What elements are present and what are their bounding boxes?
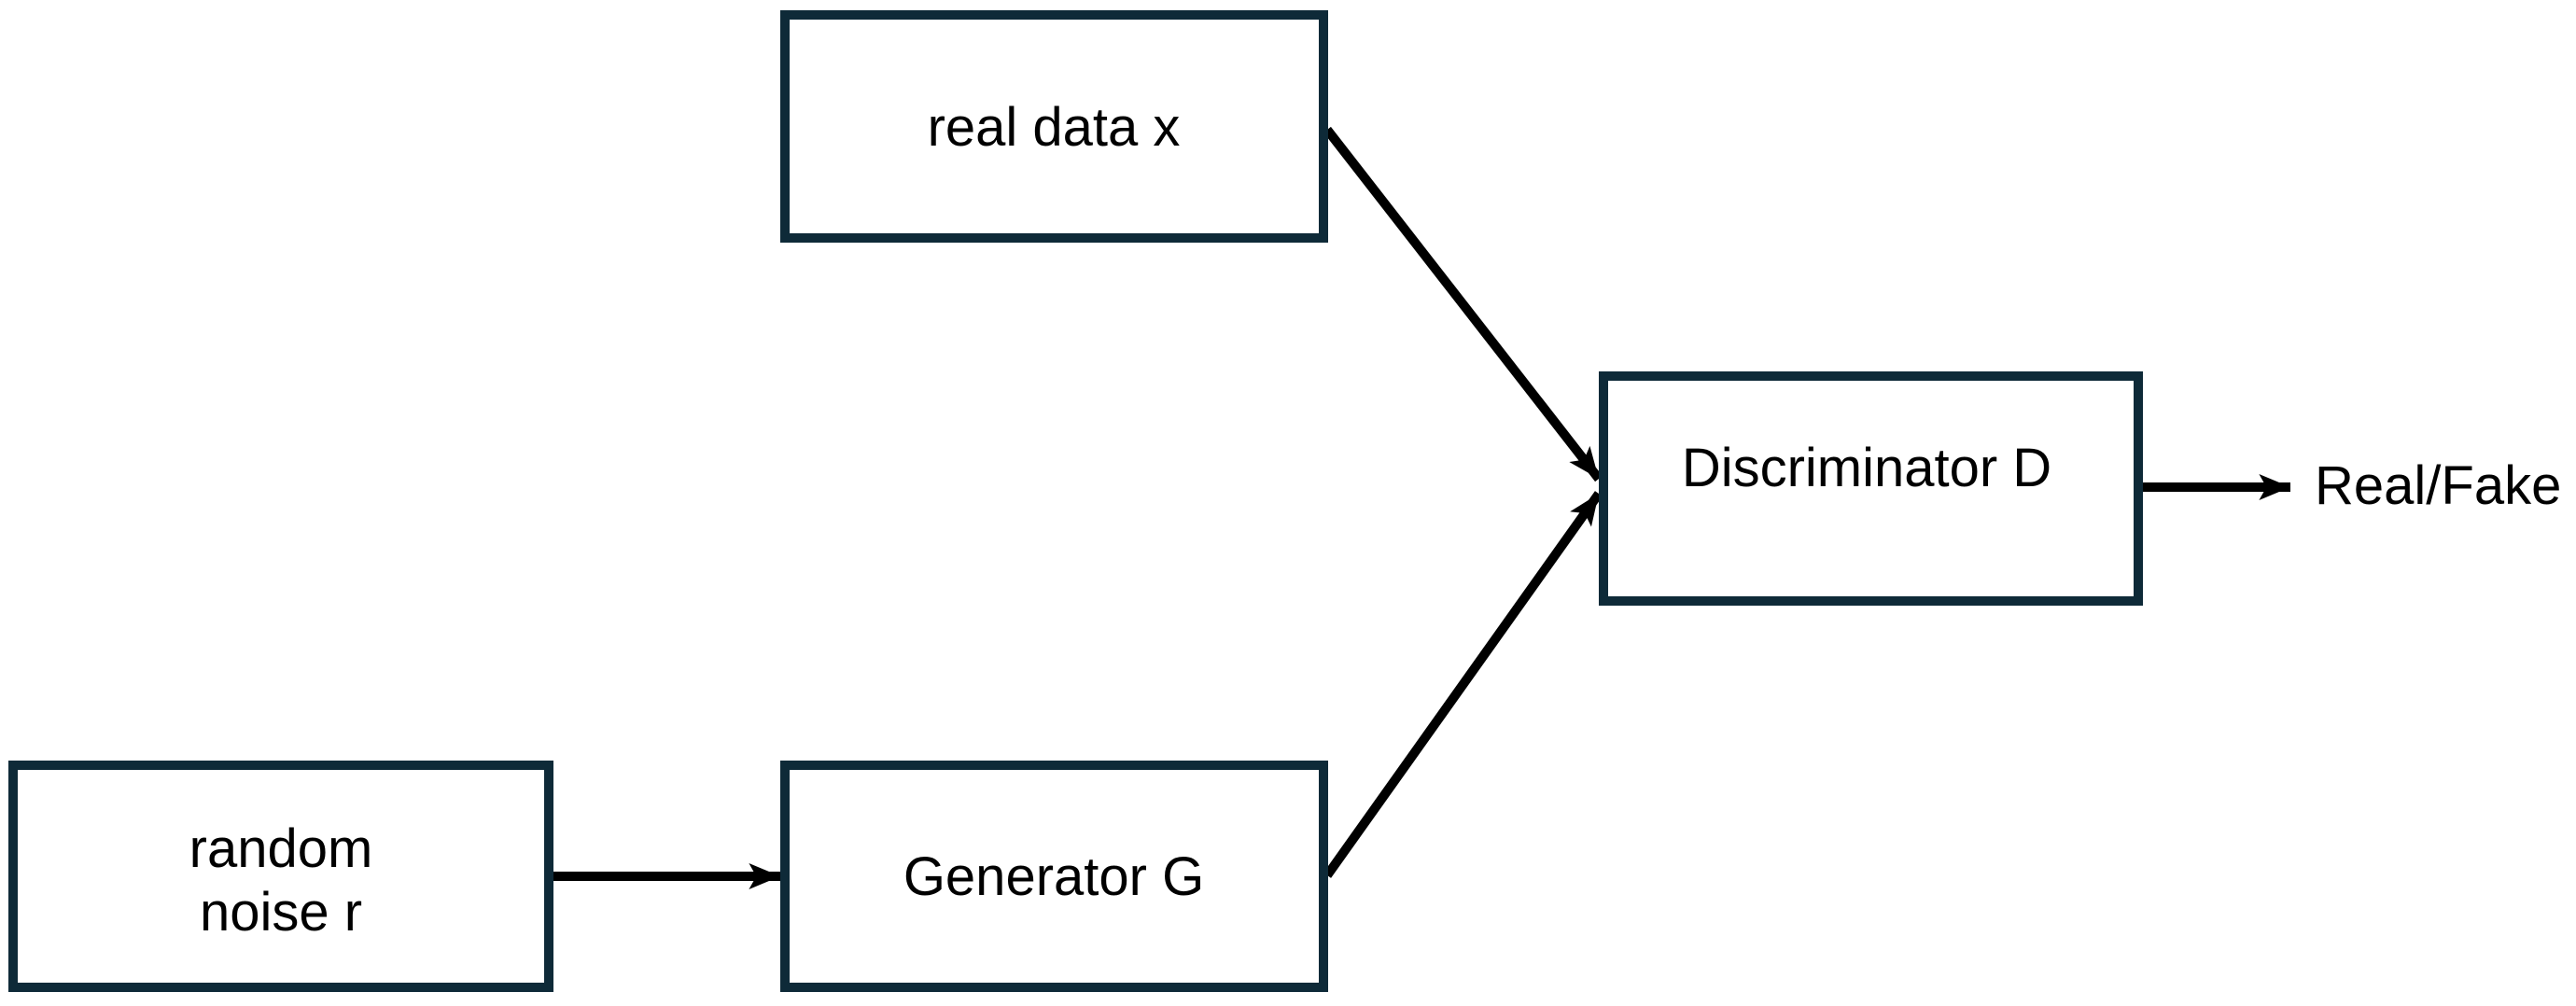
node-discriminator-label: Discriminator D (1682, 438, 2051, 498)
edge-generator-to-discriminator (1323, 491, 1603, 878)
node-generator-box (780, 761, 1328, 992)
output-real-fake-label: Real/Fake (2315, 455, 2561, 516)
node-random-noise-label-line1: random (189, 818, 373, 879)
node-discriminator-box (1599, 371, 2143, 606)
node-generator-label: Generator G (903, 846, 1204, 907)
edge-realdata-to-discriminator (1323, 126, 1603, 482)
node-random-noise-box (8, 761, 553, 992)
node-random-noise-label-line2: noise r (200, 882, 362, 943)
node-real-data-label: real data x (928, 97, 1181, 158)
node-real-data-box (780, 10, 1328, 243)
